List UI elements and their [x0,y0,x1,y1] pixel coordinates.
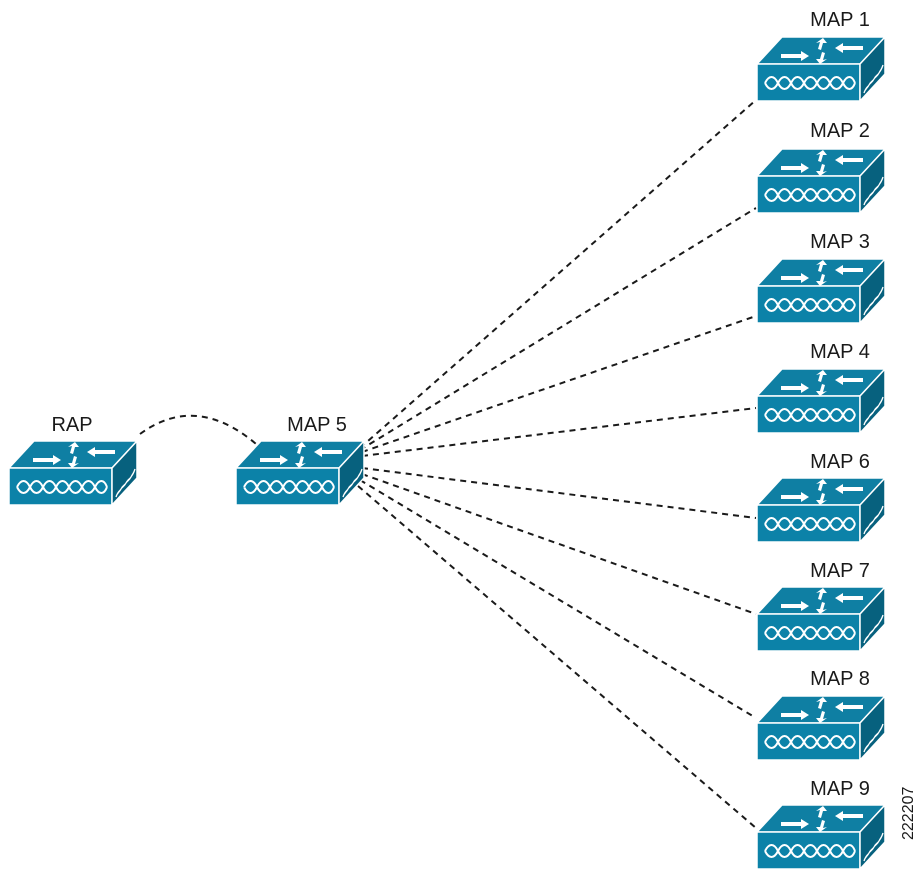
links [139,99,757,829]
access-point-icon [756,804,886,870]
link-map5-map1 [359,99,757,449]
link-map5-map7 [361,473,757,615]
node-map7: MAP 7 [756,560,886,652]
node-label: MAP 8 [810,668,870,690]
node-label: MAP 6 [810,451,870,473]
node-rap: RAP [8,414,138,506]
node-map5: MAP 5 [235,414,365,506]
access-point-icon [235,440,365,506]
node-label: MAP 2 [810,120,870,142]
node-label: RAP [51,414,92,436]
link-rap-map5 [139,414,266,453]
link-map5-map9 [357,485,757,829]
access-point-icon [756,258,886,324]
access-point-icon [756,368,886,434]
node-map4: MAP 4 [756,341,886,434]
node-label: MAP 7 [810,560,870,582]
node-map9: MAP 9 [756,778,886,870]
node-map8: MAP 8 [756,668,886,761]
access-point-icon [8,440,138,506]
access-point-icon [756,148,886,214]
link-map5-map2 [359,207,757,451]
node-label: MAP 3 [810,231,870,253]
node-map6: MAP 6 [756,451,886,543]
node-map1: MAP 1 [756,9,886,102]
access-point-icon [756,477,886,543]
node-label: MAP 5 [287,414,347,436]
node-label: MAP 4 [810,341,870,363]
access-point-icon [756,586,886,652]
link-map5-map4 [361,407,757,457]
node-label: MAP 9 [810,778,870,800]
node-map3: MAP 3 [756,231,886,324]
link-map5-map6 [361,467,757,519]
link-map5-map8 [359,479,757,719]
access-point-icon [756,36,886,102]
access-point-icon [756,695,886,761]
figure-id: 222207 [900,787,917,840]
node-map2: MAP 2 [756,120,886,214]
node-label: MAP 1 [810,9,870,31]
link-map5-map3 [361,315,757,453]
